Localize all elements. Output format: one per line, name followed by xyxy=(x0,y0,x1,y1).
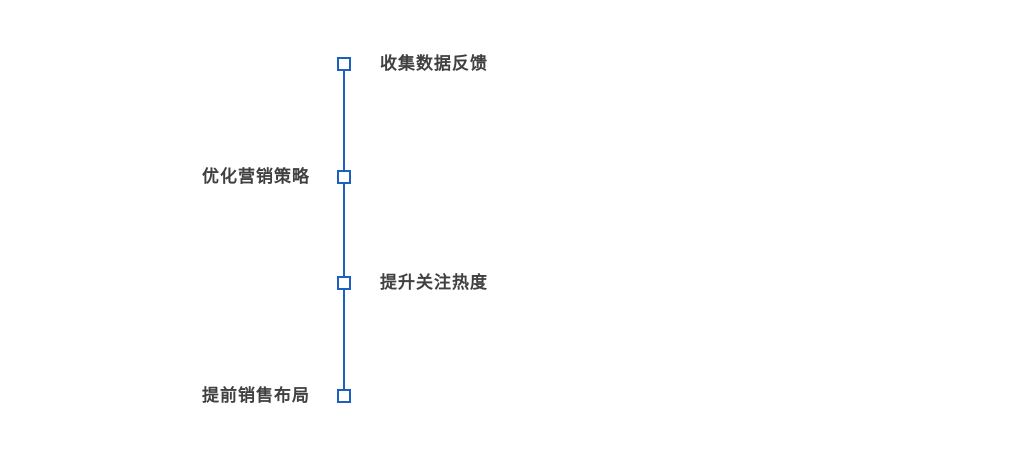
timeline-marker-icon xyxy=(337,57,351,71)
timeline-axis-line xyxy=(343,64,345,397)
timeline-label: 提前销售布局 xyxy=(202,386,310,405)
timeline-marker-icon xyxy=(337,389,351,403)
timeline-marker-icon xyxy=(337,170,351,184)
timeline-marker-icon xyxy=(337,276,351,290)
timeline-label: 优化营销策略 xyxy=(202,167,310,186)
timeline-label: 收集数据反馈 xyxy=(380,54,488,73)
timeline-label: 提升关注热度 xyxy=(380,273,488,292)
